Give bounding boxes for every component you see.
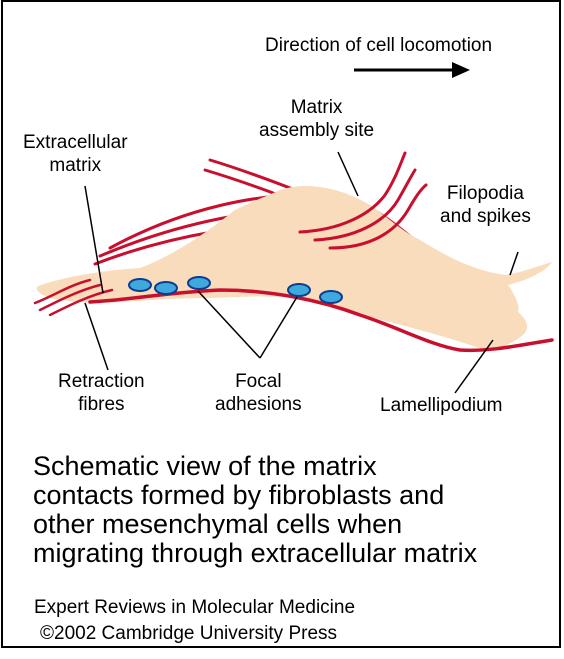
matrix-assembly-label: Matrix assembly site xyxy=(259,96,374,142)
copyright-credit: ©2002 Cambridge University Press xyxy=(40,622,337,645)
focal-adhesion xyxy=(320,291,342,303)
retraction-fibres-label: Retraction fibres xyxy=(58,370,145,416)
direction-label: Direction of cell locomotion xyxy=(265,34,492,57)
lamellipodium-label: Lamellipodium xyxy=(380,394,503,417)
focal-adhesions-label: Focal adhesions xyxy=(215,370,302,416)
focal-adhesion xyxy=(188,277,210,289)
extracellular-matrix-label: Extracellular matrix xyxy=(23,131,128,177)
direction-arrow xyxy=(354,62,470,78)
focal-adhesion xyxy=(288,284,310,296)
focal-adhesion xyxy=(129,279,151,291)
figure-caption: Schematic view of the matrix contacts fo… xyxy=(33,452,558,568)
focal-adhesion xyxy=(155,282,177,294)
filopodia-label: Filopodia and spikes xyxy=(440,182,531,228)
journal-credit: Expert Reviews in Molecular Medicine xyxy=(34,596,355,619)
